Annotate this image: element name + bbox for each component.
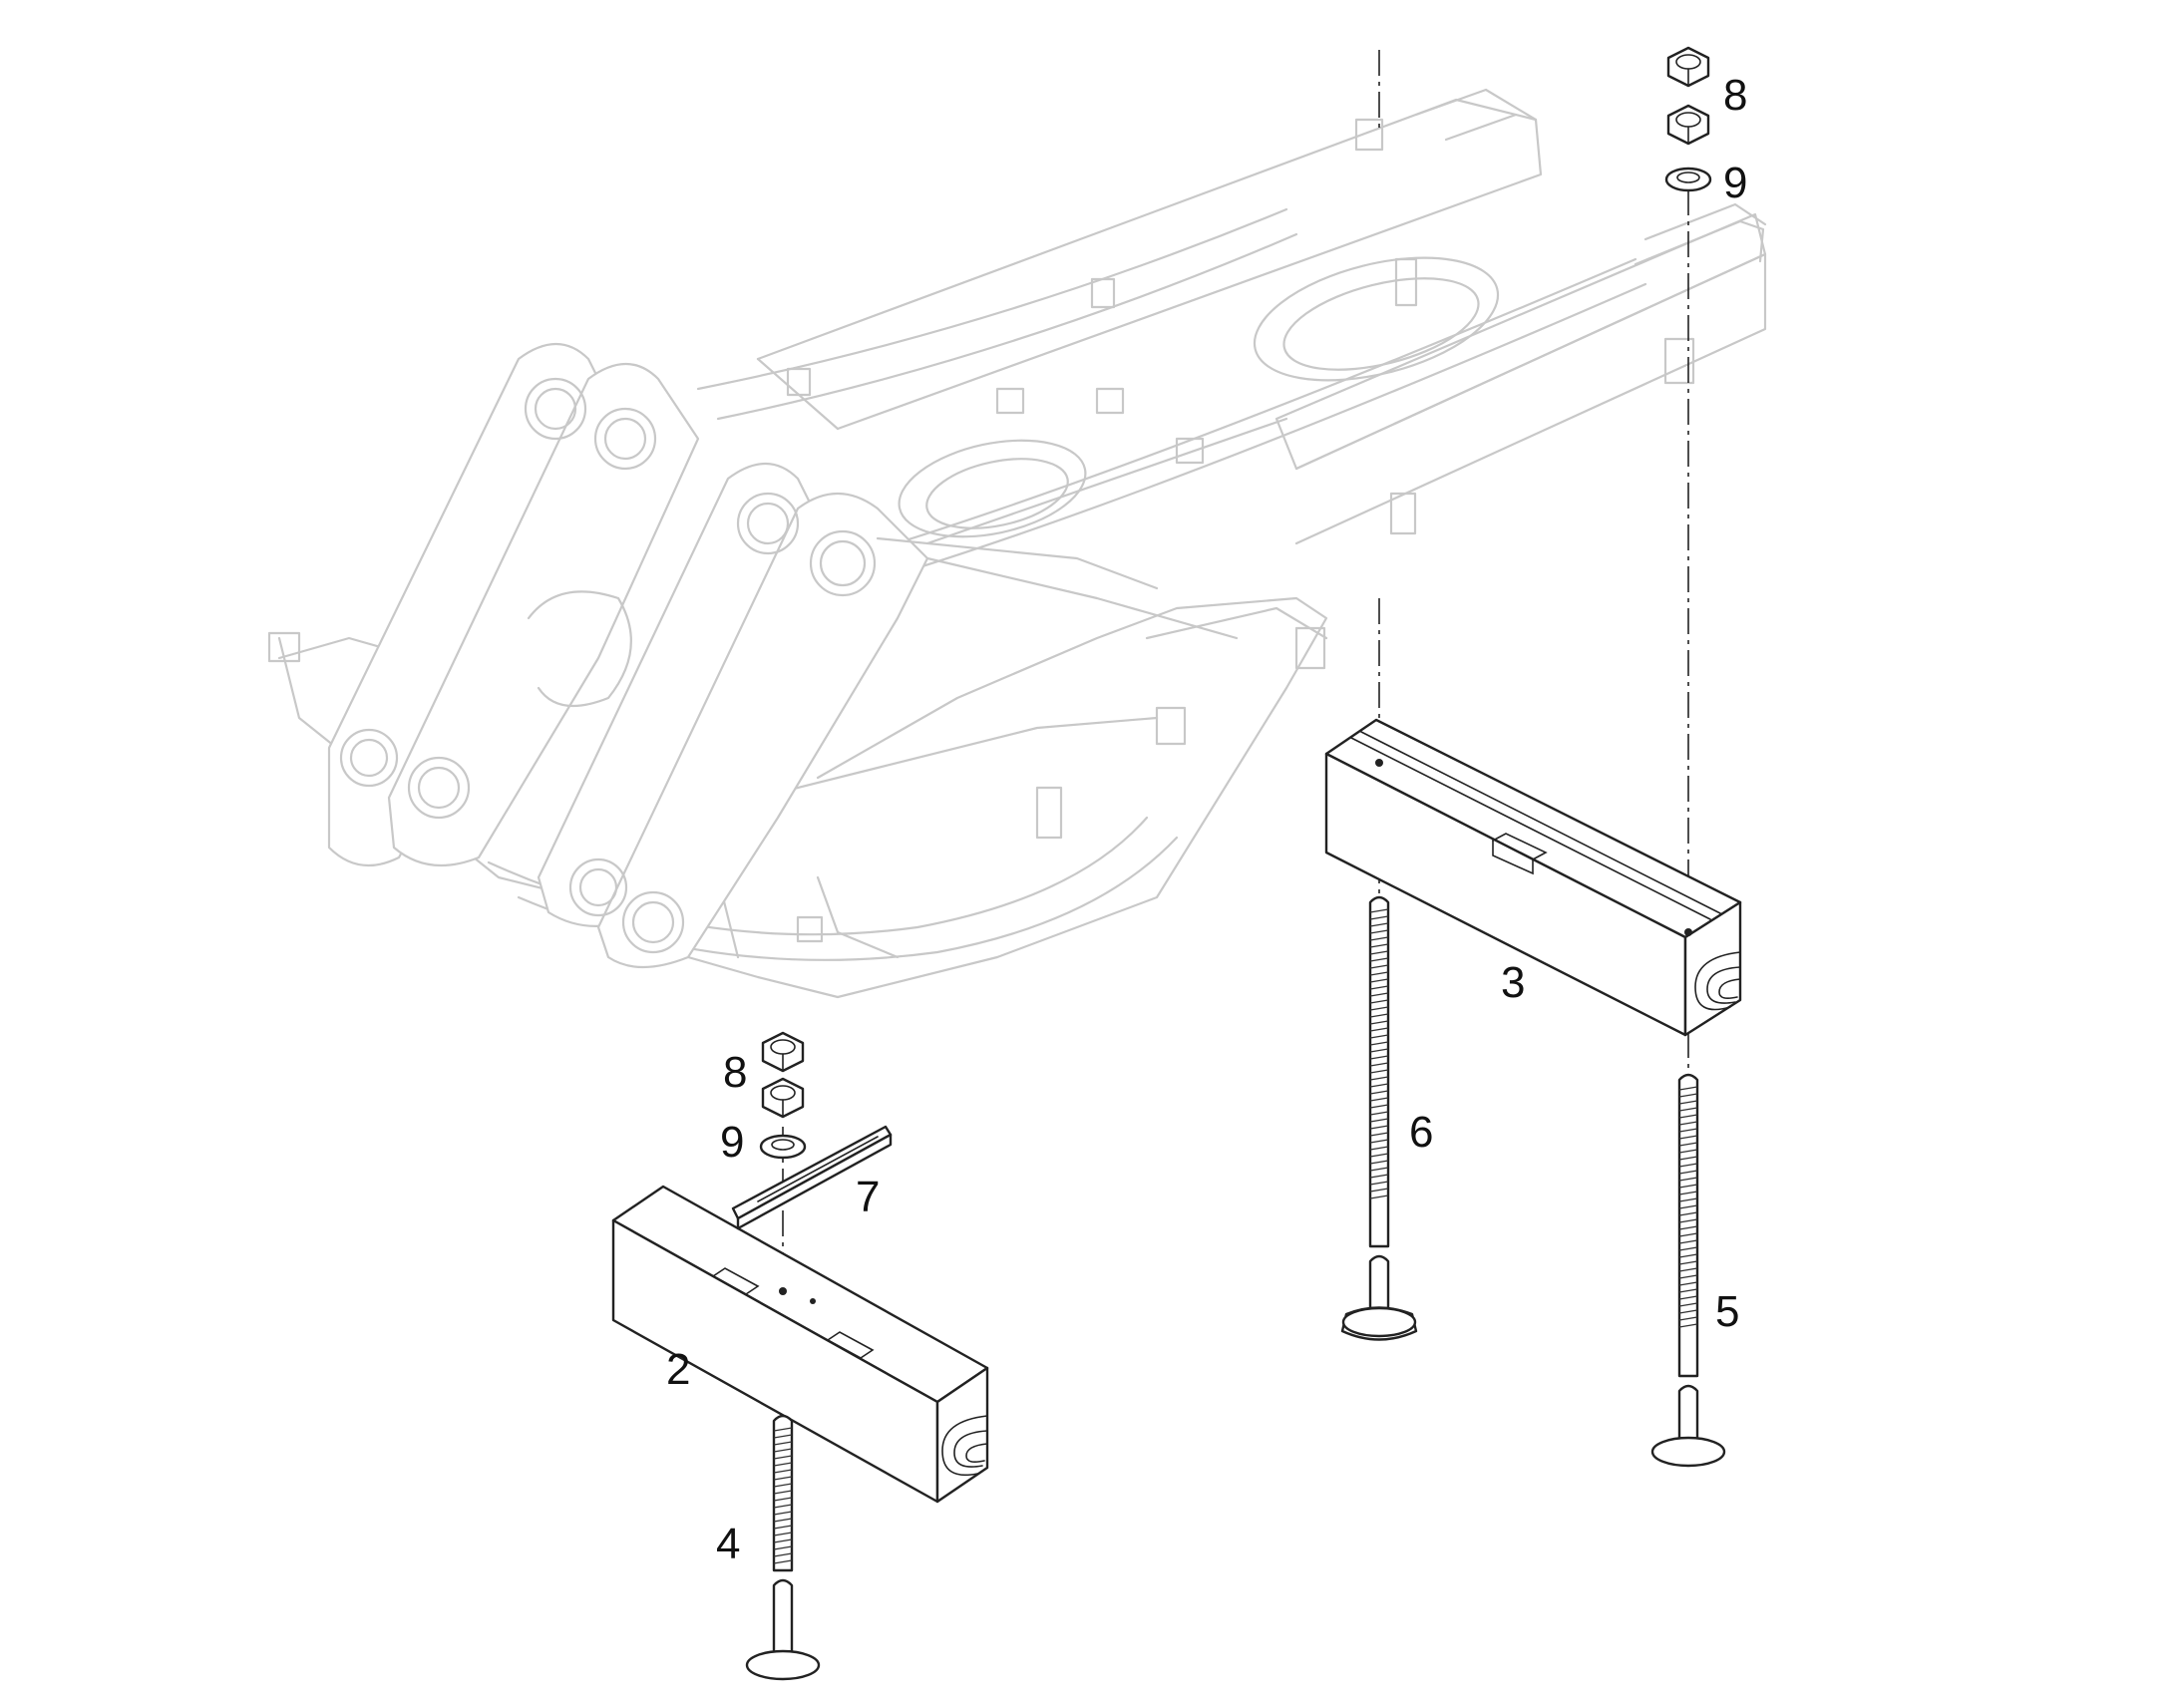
assembly-axis-lines	[782, 50, 1689, 1416]
callout-9-top: 9	[1723, 159, 1747, 207]
callout-6: 6	[1409, 1108, 1433, 1157]
threaded-bolt-4	[745, 1414, 821, 1681]
nut-8-top-a	[1666, 46, 1710, 88]
threaded-bolt-5	[1650, 1073, 1726, 1468]
washer-9-bottom	[759, 1134, 807, 1160]
callout-4: 4	[716, 1520, 740, 1568]
washer-9-top	[1664, 167, 1712, 192]
callout-7: 7	[856, 1173, 880, 1221]
callout-9-bottom: 9	[720, 1118, 744, 1167]
threaded-bolt-6	[1340, 895, 1418, 1341]
machine-frame	[267, 88, 1767, 999]
wooden-block-2	[611, 1185, 989, 1504]
callout-3: 3	[1501, 958, 1525, 1007]
nut-8-bottom-a	[761, 1031, 805, 1073]
nut-8-top-b	[1666, 104, 1710, 146]
callout-labels: 8 9 3 6 5 8 9 7 2 4	[666, 71, 1747, 1568]
wooden-block-3	[1324, 718, 1742, 1037]
callout-5: 5	[1715, 1287, 1739, 1336]
callout-8-top: 8	[1723, 71, 1747, 120]
callout-8-bottom: 8	[723, 1048, 747, 1097]
callout-2: 2	[666, 1345, 690, 1394]
nut-8-bottom-b	[761, 1077, 805, 1119]
guide-strip-7	[731, 1125, 893, 1230]
